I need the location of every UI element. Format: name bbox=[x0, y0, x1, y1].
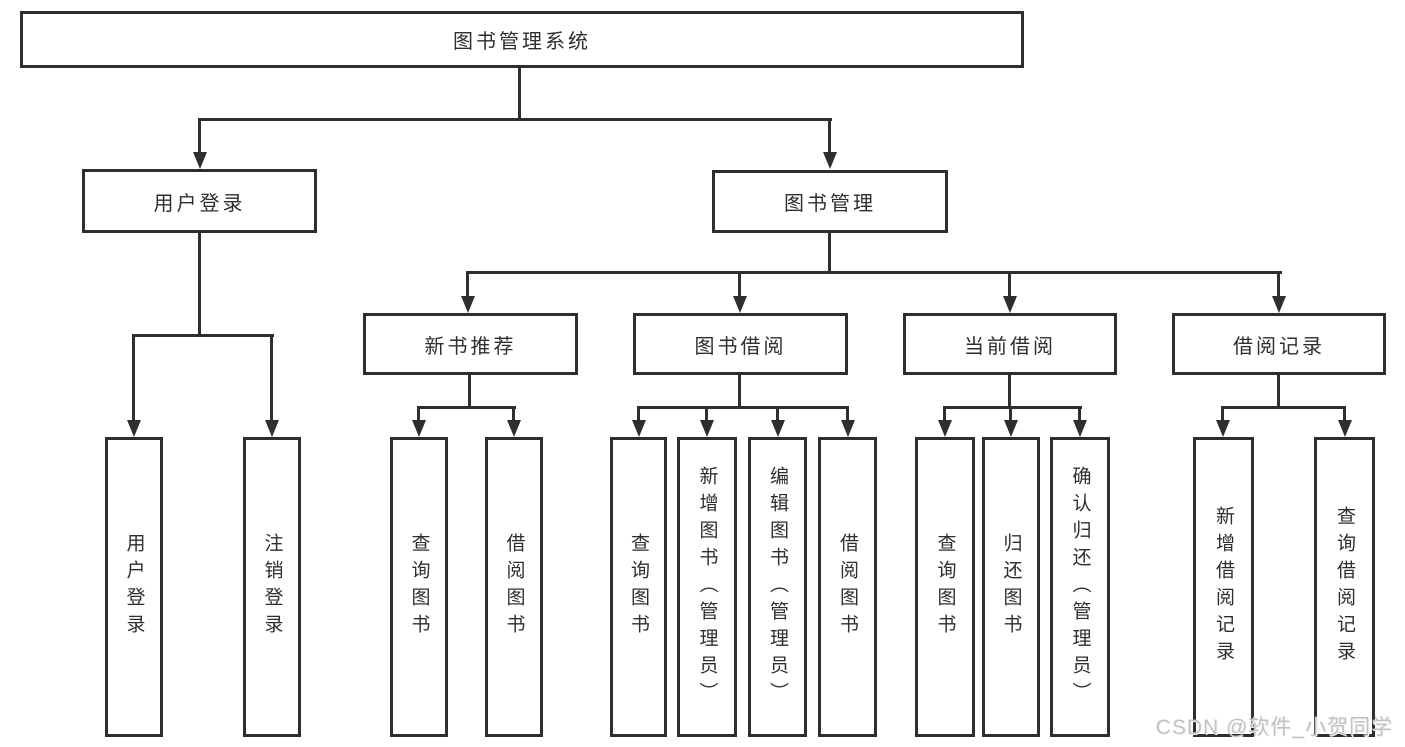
leaf-borrow-books-recommend: 借阅图书 bbox=[485, 437, 543, 737]
connector-to-l3 bbox=[738, 271, 741, 297]
arrow-down-icon bbox=[412, 420, 426, 437]
csdn-watermark: CSDN @软件_小贺同学 bbox=[1155, 716, 1393, 739]
arrow-down-icon bbox=[632, 420, 646, 437]
leaf-query-books-borrow: 查询图书 bbox=[610, 437, 667, 737]
connector-l3-stem bbox=[738, 374, 741, 409]
arrow-down-icon bbox=[1272, 296, 1286, 313]
connector-l3-stem bbox=[468, 374, 471, 409]
arrow-down-icon bbox=[700, 420, 714, 437]
arrow-down-icon bbox=[193, 152, 207, 169]
connector-l3-stem bbox=[1277, 374, 1280, 409]
node-borrowing-records: 借阅记录 bbox=[1172, 313, 1386, 375]
connector-bookmgmt-stem bbox=[828, 232, 831, 274]
connector-root-bar bbox=[198, 118, 832, 121]
connector-to-l3 bbox=[466, 271, 469, 297]
arrow-down-icon bbox=[127, 420, 141, 437]
arrow-down-icon bbox=[823, 152, 837, 169]
arrow-down-icon bbox=[461, 296, 475, 313]
node-library-management-system: 图书管理系统 bbox=[20, 11, 1024, 68]
leaf-query-borrow-record: 查询借阅记录 bbox=[1314, 437, 1375, 737]
leaf-edit-books-admin: 编辑图书（管理员） bbox=[748, 437, 807, 737]
leaf-logout: 注销登录 bbox=[243, 437, 301, 737]
node-new-book-recommendation: 新书推荐 bbox=[363, 313, 578, 375]
connector-l3-bar bbox=[943, 406, 1082, 409]
arrow-down-icon bbox=[1338, 420, 1352, 437]
arrow-down-icon bbox=[1004, 420, 1018, 437]
connector-to-leaf bbox=[705, 406, 708, 422]
connector-l3-bar bbox=[1221, 406, 1346, 409]
node-current-borrowing: 当前借阅 bbox=[903, 313, 1117, 375]
connector-root-stem bbox=[518, 66, 521, 119]
arrow-down-icon bbox=[1216, 420, 1230, 437]
connector-to-l3 bbox=[1008, 271, 1011, 297]
leaf-query-books-recommend: 查询图书 bbox=[390, 437, 448, 737]
arrow-down-icon bbox=[938, 420, 952, 437]
connector-to-book-management bbox=[828, 118, 831, 155]
connector-l3-stem bbox=[1008, 374, 1011, 409]
connector-to-leaf bbox=[270, 334, 273, 421]
connector-to-leaf bbox=[637, 406, 640, 422]
leaf-return-books: 归还图书 bbox=[982, 437, 1040, 737]
leaf-user-login: 用户登录 bbox=[105, 437, 163, 737]
leaf-add-borrow-record: 新增借阅记录 bbox=[1193, 437, 1254, 737]
node-book-management: 图书管理 bbox=[712, 170, 948, 233]
leaf-borrow-books: 借阅图书 bbox=[818, 437, 877, 737]
node-user-login: 用户登录 bbox=[82, 169, 317, 233]
arrow-down-icon bbox=[265, 420, 279, 437]
connector-l3-bar bbox=[417, 406, 516, 409]
connector-to-user-login bbox=[198, 118, 201, 155]
leaf-add-books-admin: 新增图书（管理员） bbox=[677, 437, 737, 737]
connector-to-leaf bbox=[132, 334, 135, 421]
connector-to-l3 bbox=[1277, 271, 1280, 297]
connector-to-leaf bbox=[512, 406, 515, 422]
arrow-down-icon bbox=[771, 420, 785, 437]
connector-to-leaf bbox=[1343, 406, 1346, 422]
connector-to-leaf bbox=[1009, 406, 1012, 422]
connector-to-leaf bbox=[943, 406, 946, 422]
connector-userlogin-stem bbox=[198, 231, 201, 336]
leaf-query-books-current: 查询图书 bbox=[915, 437, 975, 737]
connector-to-leaf bbox=[1078, 406, 1081, 422]
connector-userlogin-bar bbox=[132, 334, 274, 337]
arrow-down-icon bbox=[1073, 420, 1087, 437]
connector-to-leaf bbox=[846, 406, 849, 422]
connector-bookmgmt-bar bbox=[466, 271, 1282, 274]
arrow-down-icon bbox=[841, 420, 855, 437]
connector-to-leaf bbox=[1221, 406, 1224, 422]
leaf-confirm-return-admin: 确认归还（管理员） bbox=[1050, 437, 1110, 737]
connector-l3-bar bbox=[637, 406, 849, 409]
connector-to-leaf bbox=[417, 406, 420, 422]
arrow-down-icon bbox=[507, 420, 521, 437]
arrow-down-icon bbox=[733, 296, 747, 313]
node-book-borrowing: 图书借阅 bbox=[633, 313, 848, 375]
arrow-down-icon bbox=[1003, 296, 1017, 313]
connector-to-leaf bbox=[776, 406, 779, 422]
